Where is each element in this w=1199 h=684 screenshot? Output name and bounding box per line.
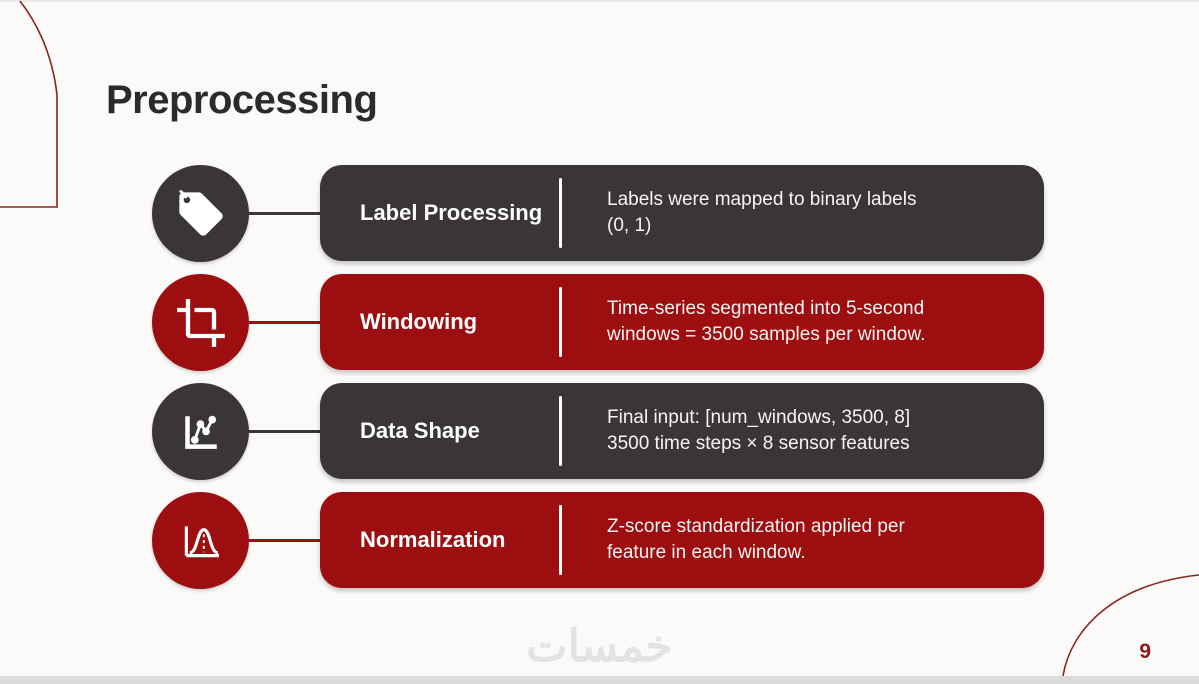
- card-description: Time-series segmented into 5-second wind…: [607, 298, 926, 345]
- process-row-windowing: Windowing Time-series segmented into 5-s…: [0, 274, 1199, 371]
- bell-curve-icon: [152, 492, 249, 589]
- card-description: Final input: [num_windows, 3500, 8] 3500…: [607, 407, 911, 454]
- card-title: Data Shape: [360, 418, 480, 443]
- divider: [559, 396, 562, 466]
- card-title: Windowing: [360, 309, 478, 334]
- process-card: Windowing Time-series segmented into 5-s…: [320, 274, 1044, 370]
- connector-line: [246, 539, 322, 542]
- page-number: 9: [1139, 640, 1151, 663]
- divider: [559, 287, 562, 357]
- tag-icon: [152, 165, 249, 262]
- card-title: Label Processing: [360, 200, 543, 225]
- process-card: Label Processing Labels were mapped to b…: [320, 165, 1044, 261]
- card-title: Normalization: [360, 527, 506, 552]
- process-row-label-processing: Label Processing Labels were mapped to b…: [0, 165, 1199, 262]
- process-card: Normalization Z-score standardization ap…: [320, 492, 1044, 588]
- bottom-edge-strip: [0, 676, 1199, 684]
- divider: [559, 505, 562, 575]
- watermark-text: خمسات: [526, 622, 673, 671]
- divider: [559, 178, 562, 248]
- crop-icon: [152, 274, 249, 371]
- process-row-data-shape: Data Shape Final input: [num_windows, 35…: [0, 383, 1199, 480]
- process-row-normalization: Normalization Z-score standardization ap…: [0, 492, 1199, 589]
- top-edge-strip: [0, 0, 1199, 2]
- connector-line: [246, 212, 322, 215]
- connector-line: [246, 321, 322, 324]
- process-card: Data Shape Final input: [num_windows, 35…: [320, 383, 1044, 479]
- card-description: Labels were mapped to binary labels (0, …: [607, 189, 917, 236]
- connector-line: [246, 430, 322, 433]
- page-title: Preprocessing: [106, 78, 378, 122]
- line-chart-icon: [152, 383, 249, 480]
- card-description: Z-score standardization applied per feat…: [607, 516, 905, 563]
